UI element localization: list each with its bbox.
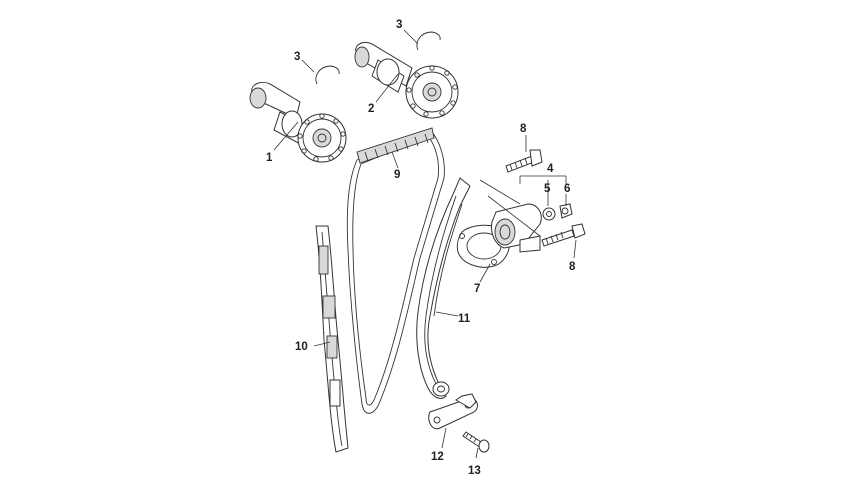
callout-12: 12 [431,451,444,463]
callout-10: 10 [295,341,308,353]
washer-5 [542,207,556,221]
retaining-clip-left [315,65,340,85]
plug-6 [559,203,573,219]
chain-guide-10 [315,225,349,453]
callout-2: 2 [368,103,374,115]
sprocket-teeth-2 [406,65,458,117]
tensioner-blade-11 [416,177,471,399]
callout-3a: 3 [294,51,300,63]
callout-8a: 8 [520,123,527,135]
bolt-8-lower [541,223,586,247]
callout-5: 5 [544,183,551,195]
callout-1: 1 [266,152,273,164]
bolt-8-upper [505,149,543,173]
sprocket-teeth-1 [297,113,346,162]
callout-8b: 8 [569,261,576,273]
callout-7: 7 [474,283,480,295]
tensioner-assembly-4 [491,203,542,253]
callout-6: 6 [564,183,570,195]
timing-chain-9 [346,127,445,414]
camshaft-2 [354,41,459,119]
callout-11: 11 [458,313,471,325]
pivot-bracket-12 [428,393,478,430]
callout-9: 9 [394,169,400,181]
callout-13: 13 [468,465,481,477]
retaining-clip-right [416,31,441,51]
callout-4: 4 [547,163,554,175]
callout-3b: 3 [396,19,402,31]
bolt-13 [462,431,490,453]
leader-lines [273,29,577,459]
